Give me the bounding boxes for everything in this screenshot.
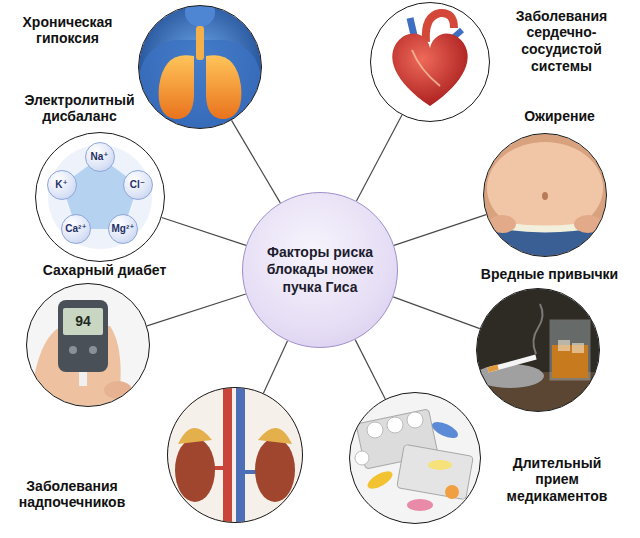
connector-line — [147, 294, 246, 326]
cigarette — [488, 357, 536, 370]
ion-circle: Na⁺ — [85, 142, 115, 172]
picture-ground — [370, 2, 490, 122]
ion-circle: Cl⁻ — [123, 170, 153, 200]
capsule — [407, 499, 433, 511]
topic-text: Факторы риска блокады ножек пучка Гиса — [258, 244, 382, 297]
button — [69, 346, 77, 354]
factor-circle: Сахарный диабет — [26, 283, 150, 407]
vena-cava — [236, 388, 245, 524]
picture-ground — [483, 133, 607, 257]
capsule — [428, 460, 452, 470]
ion-symbol: Na⁺ — [90, 152, 108, 162]
finger — [104, 381, 132, 399]
picture-ground — [35, 132, 165, 262]
adrenal-gland — [178, 428, 212, 444]
adrenal-gland — [258, 428, 292, 444]
capsule — [365, 468, 395, 492]
kidney — [255, 438, 295, 502]
ion-symbol: Ca²⁺ — [65, 224, 86, 234]
connector-line — [162, 217, 246, 245]
heart — [392, 34, 467, 106]
ion-symbol: Mg²⁺ — [111, 224, 134, 234]
connector-line — [232, 120, 281, 202]
connector-line — [355, 340, 385, 399]
pills-picture — [355, 409, 473, 511]
belly — [487, 142, 603, 234]
habits-picture — [476, 288, 600, 412]
ice-cube — [572, 343, 584, 353]
factor-heading: Сахарный диабет — [35, 262, 175, 279]
kidney — [175, 438, 215, 502]
capsule — [430, 419, 460, 442]
button — [89, 346, 97, 354]
factor-circle: Хроническая гипоксия — [138, 5, 262, 129]
hand — [574, 215, 602, 233]
glucometer-picture — [30, 300, 132, 407]
picture-ground — [349, 392, 481, 524]
heart-picture — [392, 13, 467, 106]
trachea — [196, 26, 204, 60]
navel — [542, 192, 548, 200]
connector-line — [263, 341, 287, 393]
pill — [387, 417, 403, 433]
factor-circle: Вредные привычки — [476, 288, 600, 412]
ion-symbol: Cl⁻ — [130, 180, 145, 190]
factor-circle: Заболевания сердечно-сосудистой системы — [370, 2, 490, 122]
factor-heading: Электролитный дисбаланс — [15, 92, 145, 126]
factor-heading: Ожирение — [500, 108, 620, 125]
blister-pack — [397, 444, 474, 499]
lung — [159, 55, 194, 119]
pill — [367, 422, 383, 438]
topic-circle: Факторы риска блокады ножек пучка Гиса — [242, 192, 398, 348]
glass — [550, 320, 590, 380]
glucometer-display — [63, 308, 103, 335]
ion-symbol: K⁺ — [55, 180, 68, 190]
factor-circle: Длительный прием медикаментов — [349, 392, 481, 524]
display-reading: 94 — [75, 313, 91, 329]
picture-ground — [26, 283, 150, 407]
factor-heading: Вредные привычки — [470, 266, 630, 283]
pill — [407, 412, 423, 428]
pill — [355, 451, 369, 465]
kidneys-picture — [175, 388, 295, 524]
coronary-vessel — [412, 50, 440, 86]
ion-circle: Ca²⁺ — [61, 214, 91, 244]
picture-ground — [167, 387, 303, 523]
factor-heading: Заболевания сердечно-сосудистой системы — [507, 8, 617, 75]
factor-circle: Ожирение — [483, 133, 607, 257]
aorta — [223, 388, 232, 524]
test-strip — [79, 372, 87, 386]
factor-circle: Заболевания надпочечников — [167, 387, 303, 523]
glucometer — [58, 300, 108, 372]
cigarette-filter — [488, 367, 498, 370]
smoke — [533, 304, 542, 354]
hand — [488, 215, 516, 233]
connector-line — [356, 115, 401, 201]
connector-line — [394, 215, 486, 246]
connector-line — [393, 297, 480, 329]
factor-heading: Заболевания надпочечников — [5, 478, 140, 512]
belly-picture — [483, 133, 607, 258]
lung — [206, 55, 241, 119]
ion-circle: Mg²⁺ — [108, 214, 138, 244]
factor-heading: Хроническая гипоксия — [8, 14, 128, 48]
ice-cube — [558, 340, 570, 351]
factor-circle: Na⁺Cl⁻Mg²⁺Ca²⁺K⁺Электролитный дисбаланс — [35, 132, 165, 262]
factor-heading: Длительный прием медикаментов — [500, 455, 615, 505]
ashtray — [476, 364, 544, 388]
lungs-picture — [138, 0, 262, 129]
picture-ground — [476, 288, 600, 412]
ion-circle: K⁺ — [47, 170, 77, 200]
pill — [445, 485, 459, 499]
